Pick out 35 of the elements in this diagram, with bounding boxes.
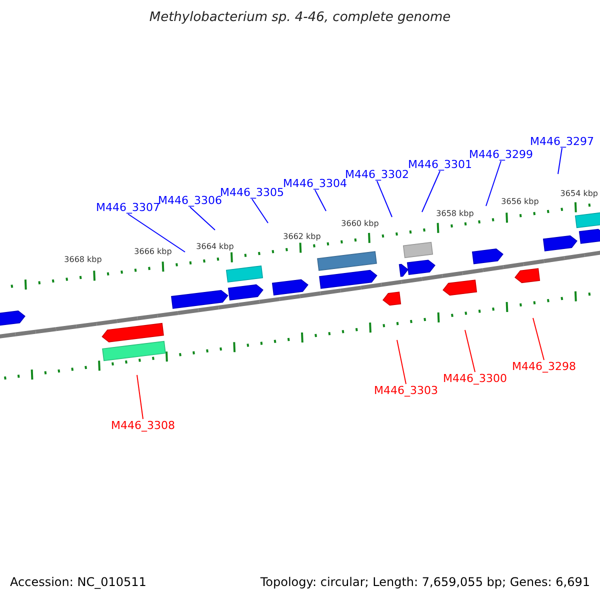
leader-line [396,340,406,384]
genome-summary-text: Topology: circular; Length: 7,659,055 bp; Genes: 6,691 [260,576,590,588]
title: Methylobacterium sp. 4-46, complete genome [149,11,451,24]
tick-label: 3654 kbp [560,190,598,198]
tick-label: 3660 kbp [341,220,379,228]
leader-line [558,148,562,174]
tick-label: 3662 kbp [283,233,321,241]
tick-label: 3664 kbp [196,243,234,251]
gene-label: M446_3301 [408,159,472,170]
gene-label: M446_3306 [158,195,222,206]
leader-line [252,198,268,224]
gene-label: M446_3308 [111,420,175,431]
gene-label: M446_3307 [96,202,160,213]
gene-label: M446_3297 [530,136,594,147]
tick-label: 3656 kbp [501,198,539,206]
tick-label: 3668 kbp [64,256,102,264]
gene-label: M446_3299 [469,149,533,160]
leader-line [486,160,502,206]
gene-label: M446_3303 [374,385,438,396]
leader-line [190,206,216,230]
gene-label: M446_3304 [283,178,347,189]
leader-line [128,214,186,252]
leader-line [314,190,326,212]
tick-label: 3658 kbp [436,210,474,218]
tick-label: 3666 kbp [134,248,172,256]
leader-line [136,374,144,420]
gene-label: M446_3298 [512,361,576,372]
gene-label: M446_3302 [345,169,409,180]
leader-line [532,318,544,360]
gene-label: M446_3305 [220,187,284,198]
leader-line [464,330,476,372]
leader-line [422,170,440,212]
accession-text: Accession: NC_010511 [10,576,146,588]
leader-line [376,180,392,218]
gene-label: M446_3300 [443,373,507,384]
